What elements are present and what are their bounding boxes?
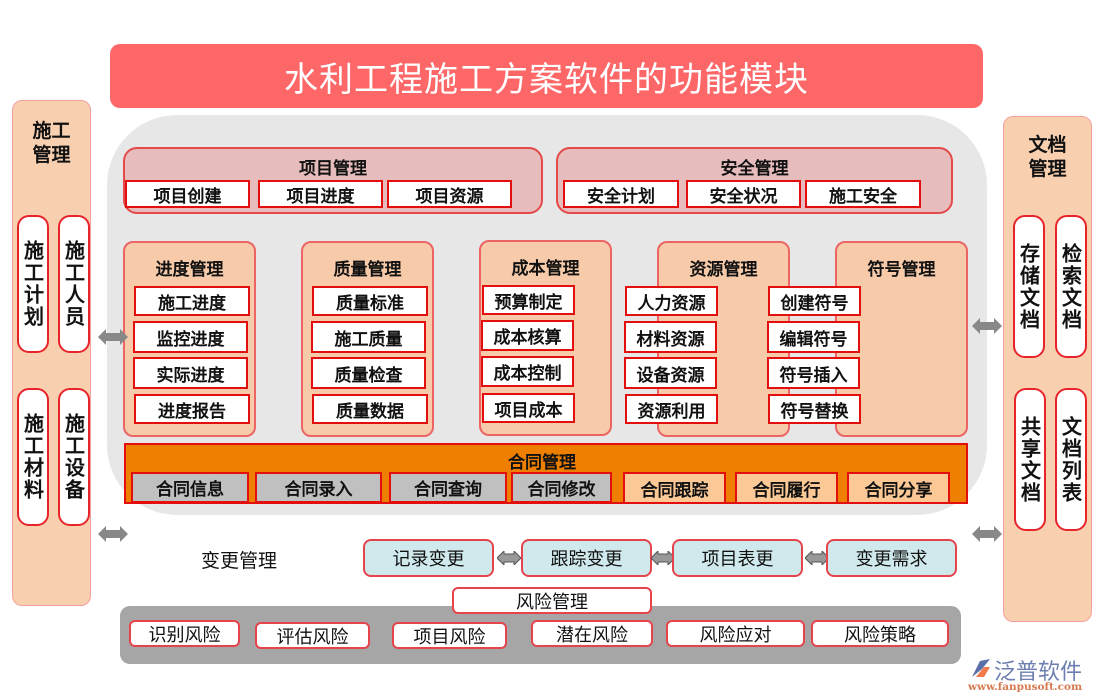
schedule-item[interactable]: 实际进度 (133, 357, 248, 389)
safety-plan[interactable]: 安全计划 (563, 180, 679, 208)
double-arrow-icon (805, 551, 829, 565)
symbol-item[interactable]: 符号插入 (767, 357, 860, 389)
project-progress[interactable]: 项目进度 (258, 180, 383, 208)
page-title: 水利工程施工方案软件的功能模块 (284, 59, 809, 100)
change-project[interactable]: 项目表更 (672, 539, 803, 577)
risk-identify[interactable]: 识别风险 (129, 620, 240, 647)
resource-item[interactable]: 人力资源 (625, 286, 718, 316)
risk-potential[interactable]: 潜在风险 (531, 620, 653, 647)
double-arrow-icon (497, 551, 521, 565)
quality-item[interactable]: 施工质量 (311, 321, 426, 353)
project-resource[interactable]: 项目资源 (387, 180, 512, 208)
change-track[interactable]: 跟踪变更 (521, 539, 652, 577)
cost-item[interactable]: 项目成本 (482, 393, 575, 423)
symbol-item[interactable]: 编辑符号 (767, 321, 860, 353)
document-mgmt-panel: 文档 管理 (1003, 116, 1092, 622)
right-item-search[interactable]: 检索文档 (1055, 215, 1087, 358)
quality-item[interactable]: 质量数据 (312, 394, 428, 424)
risk-project[interactable]: 项目风险 (392, 622, 507, 649)
right-item-share[interactable]: 共享文档 (1014, 388, 1046, 531)
double-arrow-icon (972, 318, 1002, 334)
right-item-list[interactable]: 文档列表 (1055, 388, 1087, 531)
symbol-item[interactable]: 创建符号 (768, 286, 861, 316)
double-arrow-icon (98, 329, 128, 345)
contract-share[interactable]: 合同分享 (847, 472, 950, 504)
contract-info[interactable]: 合同信息 (131, 472, 249, 503)
double-arrow-icon (651, 551, 675, 565)
left-item-plan[interactable]: 施工计划 (17, 215, 49, 353)
schedule-item[interactable]: 施工进度 (134, 286, 250, 316)
resource-item[interactable]: 资源利用 (625, 394, 718, 424)
logo-name: 泛普软件 (994, 660, 1083, 685)
safety-construction[interactable]: 施工安全 (805, 180, 921, 208)
quality-item[interactable]: 质量检查 (311, 357, 426, 389)
symbol-item[interactable]: 符号替换 (768, 394, 861, 424)
risk-response[interactable]: 风险应对 (666, 620, 805, 647)
change-mgmt-title: 变更管理 (201, 550, 278, 572)
project-mgmt-title: 项目管理 (299, 159, 367, 179)
cost-mgmt-title: 成本管理 (511, 259, 580, 279)
contract-perform[interactable]: 合同履行 (735, 472, 838, 504)
construction-mgmt-panel: 施工 管理 (12, 100, 91, 606)
risk-strategy[interactable]: 风险策略 (811, 620, 949, 647)
brand-logo: 泛普软件 www.fanpusoft.com (968, 654, 1098, 696)
left-item-equipment[interactable]: 施工设备 (58, 388, 90, 526)
change-record[interactable]: 记录变更 (363, 539, 494, 577)
double-arrow-icon (98, 526, 128, 542)
schedule-mgmt-title: 进度管理 (155, 260, 224, 280)
schedule-item[interactable]: 进度报告 (134, 394, 250, 424)
risk-evaluate[interactable]: 评估风险 (255, 622, 370, 649)
safety-status[interactable]: 安全状况 (686, 180, 801, 208)
resource-item[interactable]: 材料资源 (624, 321, 717, 353)
contract-modify[interactable]: 合同修改 (511, 472, 612, 503)
quality-item[interactable]: 质量标准 (312, 286, 428, 316)
resource-mgmt-title: 资源管理 (689, 260, 758, 280)
symbol-mgmt-title: 符号管理 (867, 260, 936, 280)
resource-item[interactable]: 设备资源 (624, 357, 717, 389)
double-arrow-icon (972, 526, 1002, 542)
safety-mgmt-title: 安全管理 (720, 159, 789, 179)
cost-item[interactable]: 预算制定 (482, 285, 575, 315)
project-create[interactable]: 项目创建 (125, 180, 250, 208)
cost-item[interactable]: 成本核算 (481, 320, 574, 351)
logo-url: www.fanpusoft.com (968, 681, 1083, 693)
contract-mgmt-title: 合同管理 (508, 453, 576, 473)
left-item-personnel[interactable]: 施工人员 (58, 215, 90, 353)
construction-mgmt-title: 施工 管理 (32, 120, 71, 166)
right-item-store[interactable]: 存储文档 (1013, 215, 1045, 358)
risk-mgmt-title: 风险管理 (452, 587, 652, 614)
schedule-item[interactable]: 监控进度 (133, 321, 248, 353)
contract-entry[interactable]: 合同录入 (255, 472, 382, 503)
title-banner: 水利工程施工方案软件的功能模块 (110, 44, 983, 108)
logo-mark-icon (972, 659, 990, 677)
cost-item[interactable]: 成本控制 (481, 356, 574, 387)
contract-query[interactable]: 合同查询 (389, 472, 507, 503)
change-demand[interactable]: 变更需求 (826, 539, 957, 577)
contract-track[interactable]: 合同跟踪 (623, 472, 726, 504)
document-mgmt-title: 文档 管理 (1028, 134, 1067, 180)
quality-mgmt-title: 质量管理 (333, 260, 402, 280)
left-item-material[interactable]: 施工材料 (17, 388, 49, 526)
